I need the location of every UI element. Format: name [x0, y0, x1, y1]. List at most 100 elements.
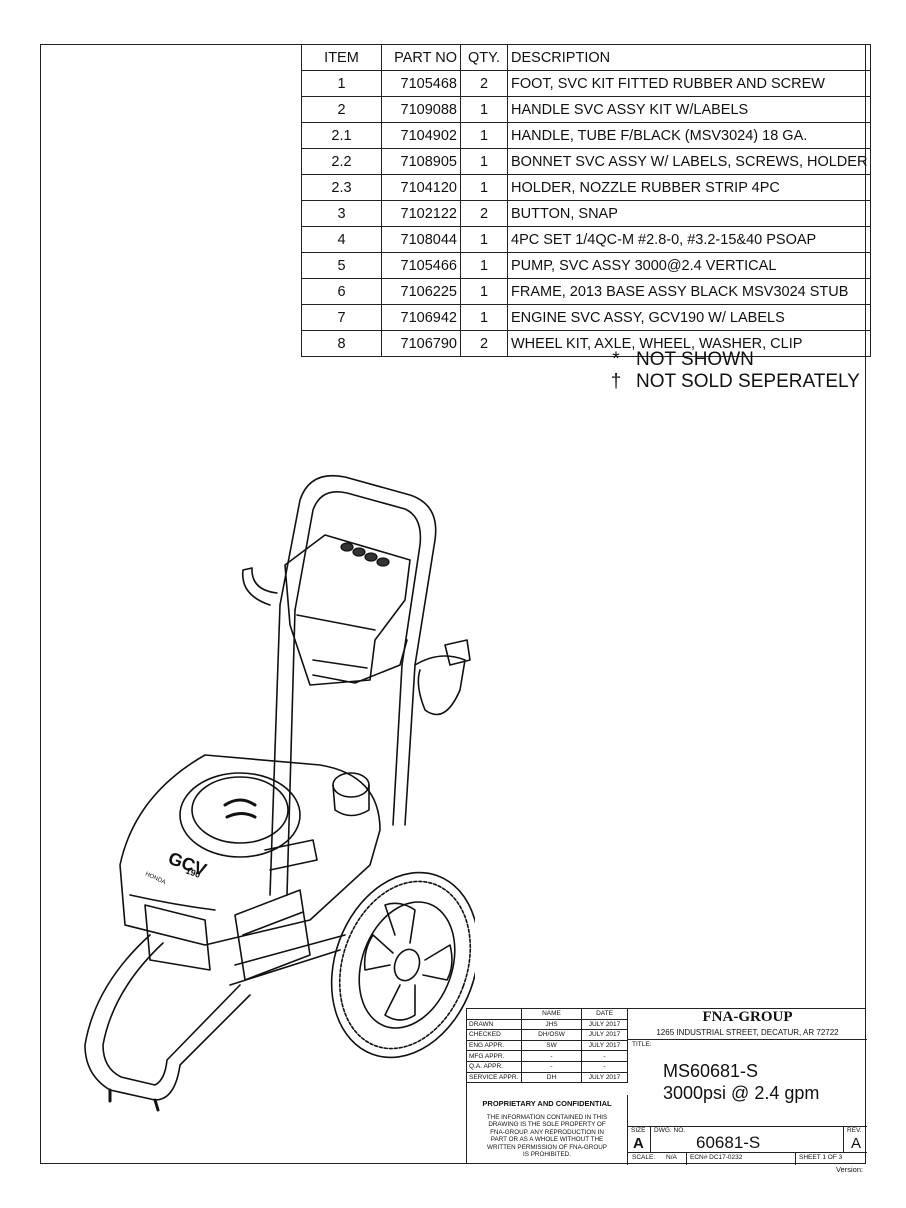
handle-frame: [269, 475, 437, 896]
qty-cell: 1: [460, 148, 508, 175]
qty-cell: 1: [460, 96, 508, 123]
legend-text: NOT SOLD SEPERATELY: [636, 371, 860, 392]
engine-model-sub: 190: [184, 865, 202, 880]
item-cell: 4: [301, 226, 382, 253]
sig-header-date: DATE: [581, 1009, 628, 1020]
item-cell: 2.2: [301, 148, 382, 175]
part-no-cell: 7102122: [381, 200, 461, 227]
sig-name: -: [521, 1060, 582, 1073]
scale-row: SCALE: N/A ECN# DC17-0232 SHEET 1 OF 3: [628, 1152, 867, 1165]
sig-date: JULY 2017: [581, 1039, 628, 1052]
sig-name: DH/OSW: [521, 1029, 582, 1041]
description-cell: HANDLE SVC ASSY KIT W/LABELS: [506, 96, 872, 123]
description-cell: HOLDER, NOZZLE RUBBER STRIP 4PC: [506, 174, 872, 201]
engine: GCV 190 HONDA: [119, 754, 381, 946]
description-cell: BONNET SVC ASSY W/ LABELS, SCREWS, HOLDE…: [506, 148, 872, 175]
drawing-number-row: SIZE A DWG. NO. 60681-S REV. A: [628, 1126, 867, 1153]
part-no-cell: 7105466: [381, 252, 461, 279]
title-spec: 3000psi @ 2.4 gpm: [663, 1083, 820, 1103]
sig-date: -: [581, 1050, 628, 1062]
parts-table-header: ITEM PART NO QTY. DESCRIPTION: [301, 44, 872, 71]
sig-name: DH: [521, 1071, 582, 1084]
signature-row: Q.A. APPR.--: [467, 1060, 628, 1073]
description-cell: PUMP, SVC ASSY 3000@2.4 VERTICAL: [506, 252, 872, 279]
item-cell: 2.1: [301, 122, 382, 149]
qty-cell: 1: [460, 174, 508, 201]
sig-label: ENG APPR.: [467, 1039, 522, 1052]
qty-cell: 1: [460, 252, 508, 279]
bonnet: [284, 534, 411, 686]
legend-symbol: *: [612, 349, 620, 370]
sig-date: JULY 2017: [581, 1071, 628, 1084]
size-label: SIZE: [631, 1127, 646, 1134]
description-cell: FOOT, SVC KIT FITTED RUBBER AND SCREW: [506, 70, 872, 97]
sig-header-blank: [467, 1009, 522, 1020]
sig-label: DRAWN: [467, 1018, 522, 1031]
legend-symbol: †: [610, 371, 622, 392]
sig-header-name: NAME: [521, 1009, 582, 1020]
sig-label: CHECKED: [467, 1029, 522, 1041]
proprietary-notice: PROPRIETARY AND CONFIDENTIAL THE INFORMA…: [467, 1095, 628, 1165]
nozzle-tips: [340, 542, 390, 567]
description-cell: ENGINE SVC ASSY, GCV190 W/ LABELS: [506, 304, 872, 331]
description-cell: FRAME, 2013 BASE ASSY BLACK MSV3024 STUB: [506, 278, 872, 305]
part-no-cell: 7105468: [381, 70, 461, 97]
sig-label: MFG APPR.: [467, 1050, 522, 1062]
sig-name: JHS: [521, 1018, 582, 1031]
item-cell: 6: [301, 278, 382, 305]
qty-cell: 2: [460, 330, 508, 357]
engine-brand: HONDA: [144, 871, 166, 886]
qty-cell: 1: [460, 304, 508, 331]
signature-row: MFG APPR.--: [467, 1050, 628, 1062]
rev-label: REV.: [847, 1127, 862, 1134]
item-cell: 2: [301, 96, 382, 123]
header-item: ITEM: [301, 44, 382, 71]
part-no-cell: 7108905: [381, 148, 461, 175]
dwg-no-cell: DWG. NO. 60681-S: [650, 1126, 843, 1152]
rev-value: A: [851, 1135, 862, 1152]
item-cell: 1: [301, 70, 382, 97]
sig-name: -: [521, 1050, 582, 1062]
divider: [686, 1152, 687, 1165]
description-cell: HANDLE, TUBE F/BLACK (MSV3024) 18 GA.: [506, 122, 872, 149]
proprietary-text: THE INFORMATION CONTAINED IN THIS DRAWIN…: [486, 1114, 608, 1159]
item-cell: 7: [301, 304, 382, 331]
base-frame: [84, 934, 251, 1112]
part-no-cell: 7104902: [381, 122, 461, 149]
qty-cell: 1: [460, 122, 508, 149]
qty-cell: 1: [460, 278, 508, 305]
scale-value: N/A: [666, 1154, 677, 1161]
part-no-cell: 7104120: [381, 174, 461, 201]
sig-label: Q.A. APPR.: [467, 1060, 522, 1073]
pump: [144, 889, 346, 986]
hose-hook: [241, 567, 278, 606]
legend-not-shown: *NOT SHOWN: [596, 349, 754, 371]
description-cell: 4PC SET 1/4QC-M #2.8-0, #3.2-15&40 PSOAP: [506, 226, 872, 253]
part-no-cell: 7106942: [381, 304, 461, 331]
qty-cell: 1: [460, 226, 508, 253]
pressure-washer-drawing: GCV 190 HONDA: [84, 475, 475, 1112]
legend-not-sold: † NOT SOLD SEPERATELY: [596, 371, 860, 393]
sheet-number: SHEET 1 OF 3: [799, 1154, 843, 1161]
sig-name: SW: [521, 1039, 582, 1052]
version-label: Version:: [836, 1165, 864, 1174]
signature-header: NAME DATE: [467, 1009, 628, 1020]
dwg-no-label: DWG. NO.: [654, 1127, 686, 1134]
sig-date: -: [581, 1060, 628, 1073]
company-address: 1265 INDUSTRIAL STREET, DECATUR, AR 7272…: [656, 1028, 839, 1037]
ecn-number: ECN# DC17-0232: [690, 1154, 743, 1161]
